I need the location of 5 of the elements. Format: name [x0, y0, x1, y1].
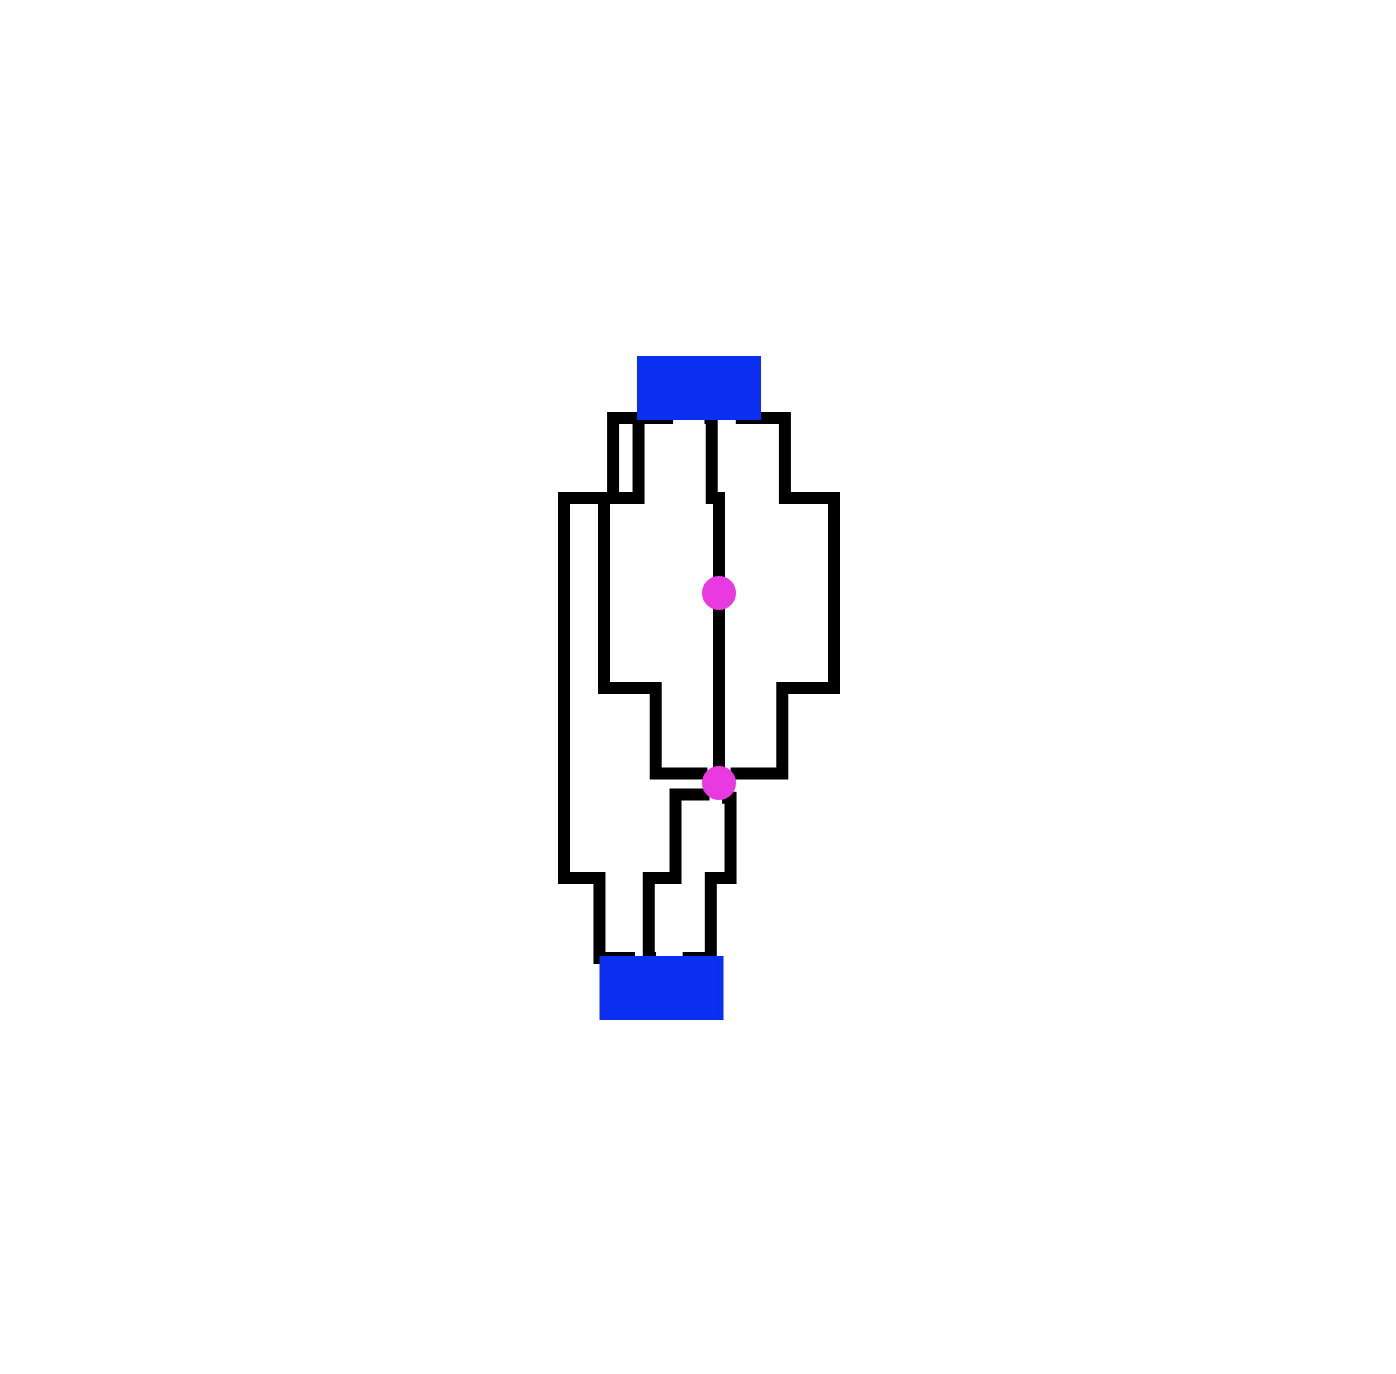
node-box	[636, 355, 760, 419]
node-circle	[701, 765, 735, 799]
node-circle	[701, 575, 735, 609]
node-box	[598, 955, 723, 1019]
connector	[729, 411, 839, 779]
